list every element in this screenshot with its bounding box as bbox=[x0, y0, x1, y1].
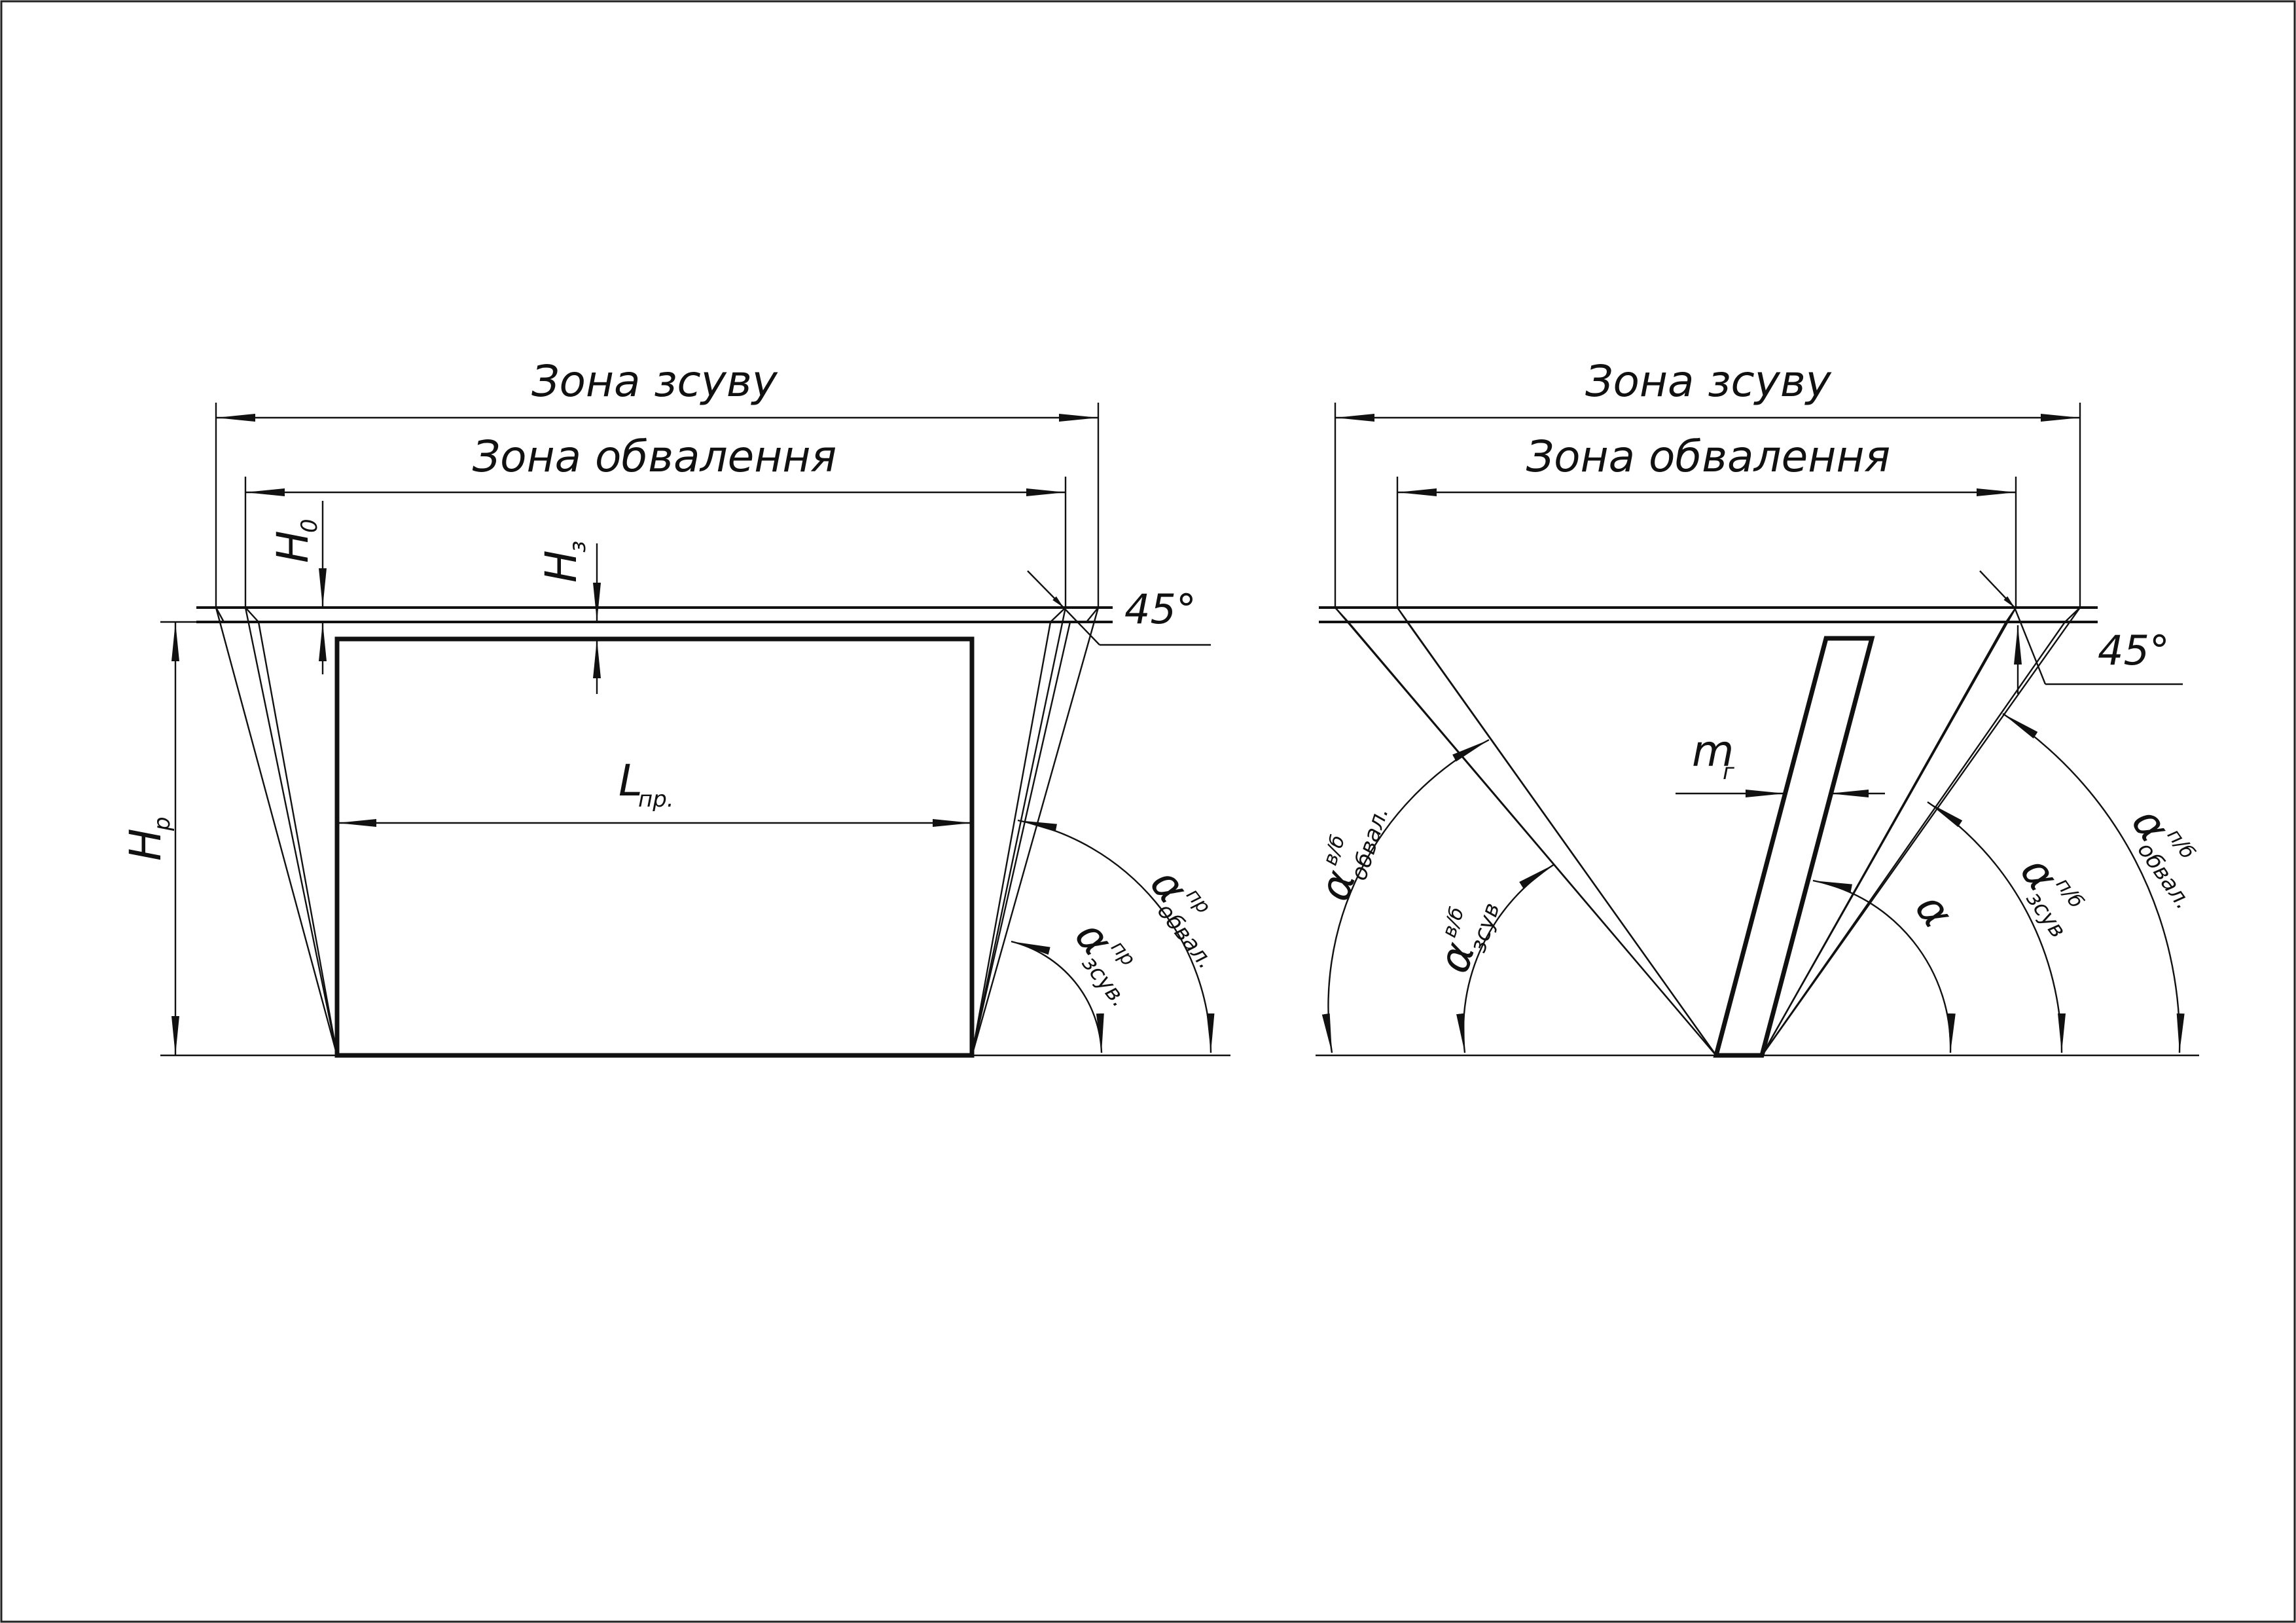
svg-text:H: H bbox=[536, 550, 586, 583]
right-alpha-label: α bbox=[1905, 884, 1963, 937]
right-m-label: m г bbox=[1692, 726, 1735, 785]
left-shift-ray-left bbox=[215, 607, 338, 1056]
right-zone-shift-label: Зона зсуву bbox=[1585, 356, 1832, 407]
right-p-zsuv-angle-label: α зсув п/б bbox=[2011, 848, 2088, 943]
right-zone-collapse-label: Зона обвалення bbox=[1526, 431, 1891, 482]
right-b-zsuv-angle-label: α зсув в/б bbox=[1428, 900, 1505, 979]
svg-text:m: m bbox=[1692, 726, 1734, 776]
right-45-label: 45° bbox=[2098, 627, 2170, 674]
left-collapse-ray-left bbox=[244, 607, 338, 1056]
left-h0-label: H 0 bbox=[268, 519, 323, 563]
svg-text:з: з bbox=[565, 541, 591, 553]
left-obval-angle-label: α обвал. пр bbox=[1140, 859, 1219, 974]
left-zone-collapse-label: Зона обвалення bbox=[473, 431, 837, 482]
right-45-arrow bbox=[1979, 570, 2015, 608]
svg-text:р: р bbox=[149, 816, 175, 831]
left-excavation bbox=[334, 636, 975, 1058]
left-zone-shift-label: Зона зсуву bbox=[531, 356, 778, 407]
right-b-zsuv-angle-arc bbox=[1456, 863, 1555, 1053]
right-inclined-seam bbox=[1713, 636, 1875, 1058]
left-zsuv-angle-label: α зсув. пр bbox=[1065, 911, 1139, 1012]
left-collapse-ray-right bbox=[971, 607, 1067, 1056]
left-obval-angle-arc bbox=[1017, 819, 1215, 1053]
right-b-obval-angle-arc bbox=[1321, 739, 1490, 1053]
right-diagram: Зона зсуву Зона обвалення 45° m г α обва… bbox=[1309, 356, 2199, 1058]
svg-text:L: L bbox=[619, 756, 643, 806]
svg-text:H: H bbox=[120, 828, 171, 861]
left-45-leader bbox=[1063, 607, 1100, 646]
right-b-obval-angle-label: α обвал. в/б bbox=[1309, 804, 1394, 907]
left-45-label: 45° bbox=[1124, 585, 1196, 633]
left-l-label: L пр. bbox=[619, 756, 674, 812]
left-zsuv-angle-arc bbox=[1011, 940, 1104, 1053]
left-hz-label: H з bbox=[536, 541, 591, 583]
right-45-leader bbox=[2013, 607, 2047, 685]
svg-text:пр.: пр. bbox=[638, 786, 674, 812]
left-45-arrow bbox=[1027, 570, 1064, 608]
svg-text:г: г bbox=[1723, 759, 1735, 785]
svg-text:обвал.: обвал. bbox=[1152, 898, 1219, 974]
svg-text:в/б: в/б bbox=[1319, 832, 1350, 868]
svg-text:в/б: в/б bbox=[1438, 904, 1469, 940]
right-p-obval-angle-arc bbox=[2002, 712, 2185, 1053]
left-hp-label: H р bbox=[120, 816, 175, 861]
svg-text:обвал.: обвал. bbox=[1346, 804, 1394, 884]
left-diagram: Зона зсуву Зона обвалення H 0 H з H р L bbox=[120, 356, 1230, 1058]
svg-text:зсув: зсув bbox=[1465, 900, 1505, 956]
svg-text:H: H bbox=[268, 530, 318, 563]
svg-text:0: 0 bbox=[296, 519, 323, 533]
